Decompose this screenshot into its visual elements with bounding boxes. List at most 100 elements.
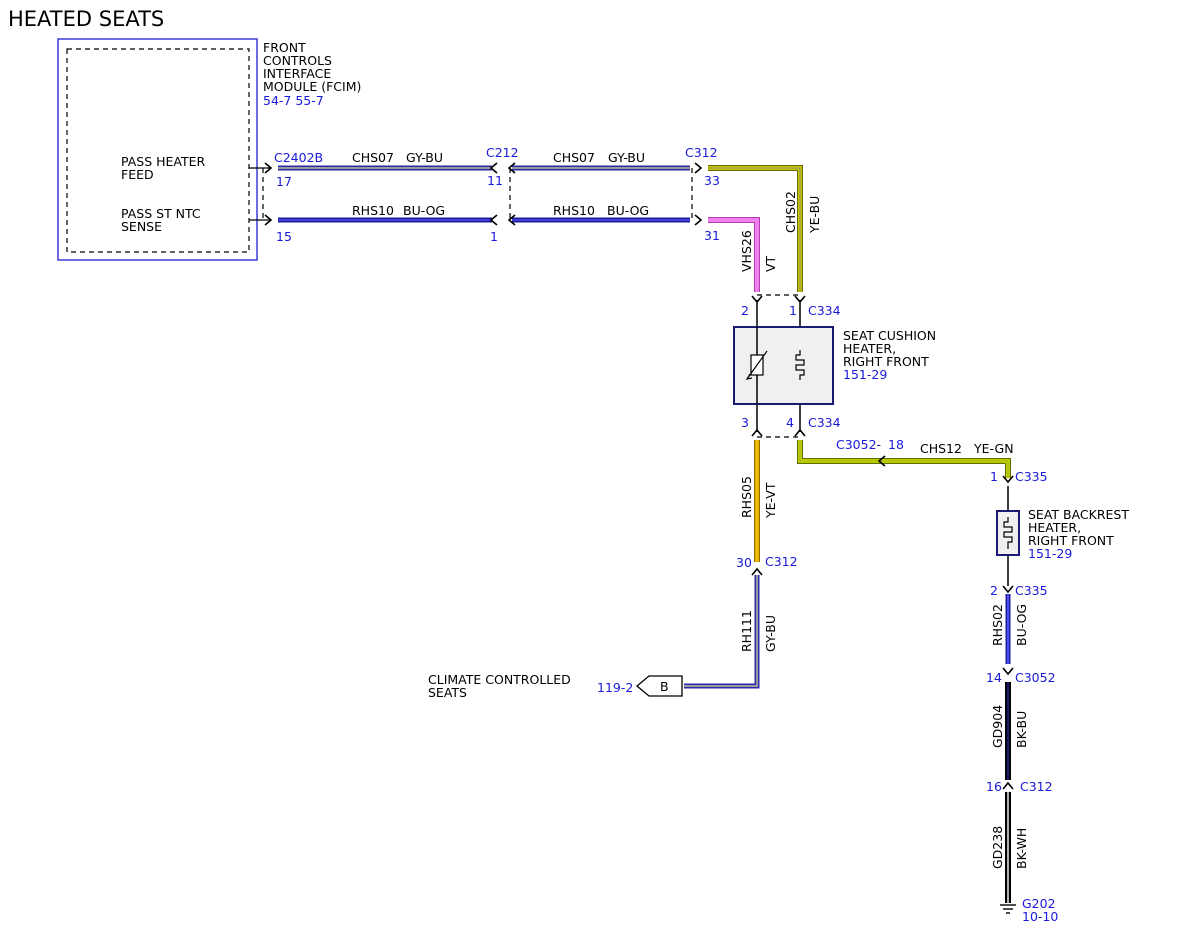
ground-g202-icon	[1000, 904, 1016, 914]
arrow-c3052-14	[1002, 667, 1014, 676]
connector-c335-top[interactable]: C335	[1015, 469, 1048, 484]
wire-rhs02-circuit: RHS02	[990, 604, 1005, 646]
pass-heater-feed-label-1: PASS HEATER	[121, 154, 206, 169]
arrow-c2402b-15	[264, 214, 273, 226]
wire-rhs02-color: BU-OG	[1014, 604, 1029, 646]
pin-16: 16	[986, 779, 1002, 794]
climate-ref[interactable]: 119-2	[597, 680, 633, 695]
connector-c3052-dash[interactable]: C3052-	[836, 437, 881, 452]
cushion-heater-element-icon	[795, 350, 805, 380]
arrow-c212-1-left	[489, 214, 498, 226]
wire-chs12-color: YE-GN	[973, 441, 1014, 456]
pin-2-c334: 2	[741, 303, 749, 318]
backrest-name-1: SEAT BACKREST	[1028, 507, 1129, 522]
connector-c2402b[interactable]: C2402B	[274, 150, 323, 165]
wire-chs02-circuit: CHS02	[783, 191, 798, 233]
arrow-c335-1	[1002, 475, 1014, 484]
connector-c3052[interactable]: C3052	[1015, 670, 1056, 685]
backrest-name-2: HEATER,	[1028, 520, 1081, 535]
backrest-name-3: RIGHT FRONT	[1028, 533, 1114, 548]
pin-4-c334: 4	[786, 415, 794, 430]
fcim-name-3: INTERFACE	[263, 66, 331, 81]
fcim-name-4: MODULE (FCIM)	[263, 79, 361, 94]
pin-18: 18	[888, 437, 904, 452]
wire-rhs05-circuit: RHS05	[739, 476, 754, 518]
connector-c335-bottom[interactable]: C335	[1015, 583, 1048, 598]
ground-ref[interactable]: 10-10	[1022, 909, 1058, 924]
connector-g202[interactable]: G202	[1022, 896, 1056, 911]
wire-gd238-color: BK-WH	[1014, 828, 1029, 869]
arrow-c334-2	[751, 295, 763, 304]
pass-heater-feed-label-2: FEED	[121, 167, 154, 182]
connector-c312-bottom[interactable]: C312	[1020, 779, 1053, 794]
pin-11: 11	[487, 173, 503, 188]
connector-c334-top[interactable]: C334	[808, 303, 841, 318]
seat-backrest-heater[interactable]	[996, 510, 1020, 556]
pin-14: 14	[986, 670, 1002, 685]
wire-gd904-circuit: GD904	[990, 705, 1005, 748]
arrow-c334-3	[751, 428, 763, 437]
connector-c212[interactable]: C212	[486, 145, 519, 160]
climate-name-1: CLIMATE CONTROLLED	[428, 672, 571, 687]
wire-chs07-b-color: GY-BU	[608, 150, 645, 165]
connector-c312-top[interactable]: C312	[685, 145, 718, 160]
pin-17: 17	[276, 174, 292, 189]
climate-connector-b[interactable]: B	[635, 675, 683, 697]
arrow-c312-30	[751, 567, 763, 576]
arrow-c334-4	[794, 428, 806, 437]
wire-rhs10-b-circuit: RHS10	[553, 203, 595, 218]
connector-arrows	[264, 162, 1014, 790]
connector-c312-mid[interactable]: C312	[765, 554, 798, 569]
climate-tag: B	[660, 679, 669, 694]
arrow-c2402b-17	[264, 162, 273, 174]
wire-rhs05-color: YE-VT	[763, 482, 778, 519]
climate-name-2: SEATS	[428, 685, 467, 700]
wire-chs12[interactable]	[797, 440, 1011, 478]
pin-15: 15	[276, 229, 292, 244]
pin-30: 30	[736, 555, 752, 570]
wire-rh111-color: GY-BU	[763, 615, 778, 652]
backrest-heater-element-icon	[1003, 517, 1013, 549]
wire-rh111-circuit: RH111	[739, 610, 754, 652]
arrow-c312-31	[694, 214, 703, 226]
page-title: HEATED SEATS	[8, 7, 164, 31]
wire-rhs10-a-circuit: RHS10	[352, 203, 394, 218]
wire-chs02[interactable]	[708, 165, 803, 292]
cushion-name-1: SEAT CUSHION	[843, 328, 936, 343]
arrow-c212-1-right	[507, 214, 516, 226]
arrow-c3052-18	[877, 455, 886, 467]
cushion-name-3: RIGHT FRONT	[843, 354, 929, 369]
pass-st-ntc-label-1: PASS ST NTC	[121, 206, 201, 221]
fcim-name-2: CONTROLS	[263, 53, 332, 68]
fcim-module[interactable]: PASS HEATER FEED PASS ST NTC SENSE	[57, 38, 258, 261]
pin-1-c335: 1	[990, 469, 998, 484]
wire-chs07-a-circuit: CHS07	[352, 150, 394, 165]
cushion-ref[interactable]: 151-29	[843, 367, 887, 382]
fcim-name-1: FRONT	[263, 40, 306, 55]
arrow-c335-2	[1002, 585, 1014, 594]
pin-2-c335: 2	[990, 583, 998, 598]
pin-33: 33	[704, 173, 720, 188]
arrow-c212-11-left	[489, 162, 498, 174]
wire-vhs26-circuit: VHS26	[739, 230, 754, 272]
wire-chs12-circuit: CHS12	[920, 441, 962, 456]
wire-vhs26[interactable]	[708, 217, 760, 292]
seat-cushion-heater[interactable]	[733, 326, 834, 405]
arrow-c212-11-right	[507, 162, 516, 174]
wire-gd238-circuit: GD238	[990, 826, 1005, 869]
cushion-name-2: HEATER,	[843, 341, 896, 356]
wire-vhs26-color: VT	[763, 255, 778, 272]
wire-rh111[interactable]	[684, 575, 760, 689]
wire-chs07-a-color: GY-BU	[406, 150, 443, 165]
arrow-c312-16	[1002, 781, 1014, 790]
pass-st-ntc-label-2: SENSE	[121, 219, 162, 234]
fcim-refs[interactable]: 54-7 55-7	[263, 93, 324, 108]
connector-c334-bottom[interactable]: C334	[808, 415, 841, 430]
wire-gd904-color: BK-BU	[1014, 711, 1029, 748]
pin-31: 31	[704, 228, 720, 243]
pin-3-c334: 3	[741, 415, 749, 430]
wire-chs02-color: YE-BU	[807, 196, 822, 234]
pin-1-c334: 1	[789, 303, 797, 318]
backrest-ref[interactable]: 151-29	[1028, 546, 1072, 561]
